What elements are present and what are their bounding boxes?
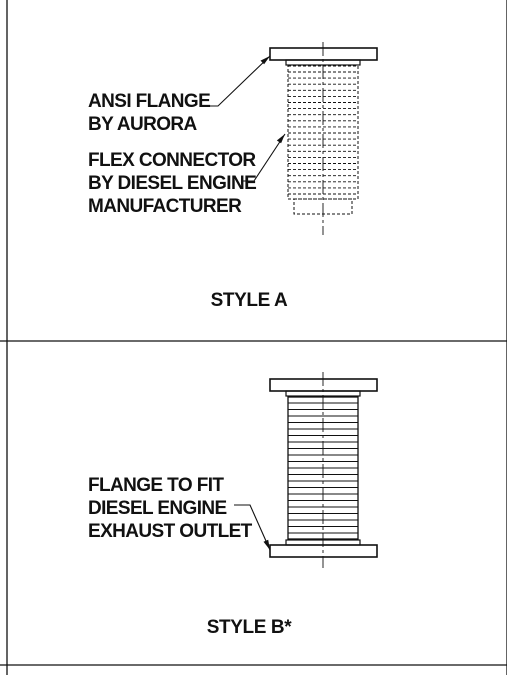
engine-flange-label: FLANGE TO FIT DIESEL ENGINE EXHAUST OUTL… (88, 475, 253, 542)
ansi-flange-arrowhead (260, 56, 270, 65)
style-b-leaders (234, 504, 271, 551)
style-a-dashed-ribs (288, 71, 358, 195)
style-a-ansi-flange (269, 47, 378, 61)
ansi-flange-label-line: ANSI FLANGE (88, 91, 210, 112)
style-b-caption: STYLE B* (207, 617, 292, 638)
panel-style-b: FLANGE TO FIT DIESEL ENGINE EXHAUST OUTL… (88, 372, 378, 638)
style-a-leaders (204, 55, 286, 182)
style-b-connector-drawing (269, 372, 378, 568)
ansi-flange-leader (204, 55, 271, 107)
ansi-flange-label-line: BY AURORA (88, 114, 197, 135)
style-b-top-neck (285, 390, 361, 397)
engine-flange-arrowhead (263, 539, 270, 550)
style-a-connector-drawing (269, 42, 378, 235)
engine-flange-label-line: DIESEL ENGINE (88, 498, 227, 519)
flex-connector-label-line: FLEX CONNECTOR (88, 150, 256, 171)
style-b-engine-flange (269, 544, 378, 558)
style-a-caption: STYLE A (211, 290, 288, 311)
style-a-flange-neck (285, 59, 361, 66)
panel-style-a: ANSI FLANGE BY AURORA FLEX CONNECTOR BY … (88, 42, 378, 311)
style-a-bottom-spigot (293, 198, 353, 215)
ansi-flange-label: ANSI FLANGE BY AURORA (88, 91, 215, 135)
flex-connector-arrowhead (276, 134, 285, 144)
style-b-top-flange (269, 378, 378, 392)
engine-flange-label-line: EXHAUST OUTLET (88, 521, 253, 542)
flex-connector-label-line: MANUFACTURER (88, 196, 242, 217)
flex-connector-label-line: BY DIESEL ENGINE (88, 173, 256, 194)
flex-connector-label: FLEX CONNECTOR BY DIESEL ENGINE MANUFACT… (88, 150, 261, 217)
engine-flange-label-line: FLANGE TO FIT (88, 475, 224, 496)
style-b-bellows-ribs (288, 402, 358, 534)
engine-flange-leader (234, 504, 271, 551)
style-a-flex-connector (287, 65, 359, 200)
flex-connector-leader (242, 133, 286, 182)
